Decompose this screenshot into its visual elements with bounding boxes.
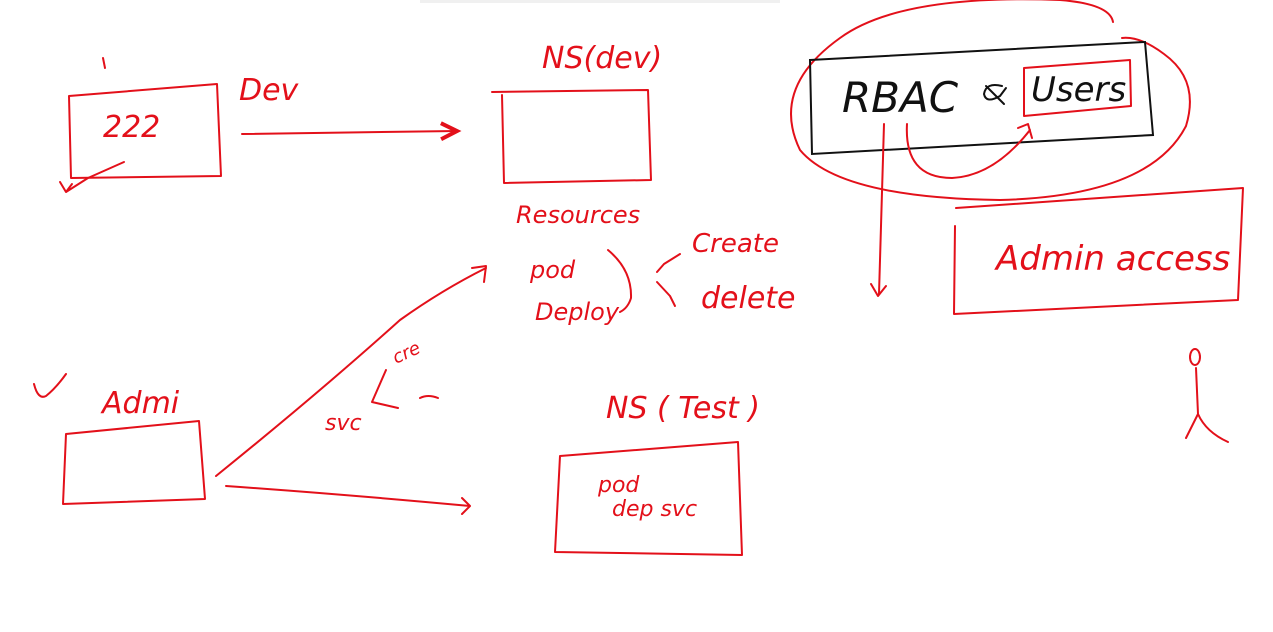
admin-to-ns-test-arrow (225, 485, 471, 515)
admin-box (62, 420, 206, 505)
svc-label: svc (325, 411, 362, 436)
dev-box-text: 222 (103, 110, 160, 145)
rbac-down-arrow (870, 123, 887, 297)
dev-label: Dev (239, 73, 300, 108)
pod-label: pod (529, 256, 576, 284)
create-arrow (656, 253, 681, 273)
cre-label: cre (389, 338, 424, 369)
rbac-propto-symbol (983, 84, 1007, 105)
dev-box (68, 83, 222, 179)
ns-test-box (554, 441, 743, 556)
users-box (1023, 59, 1132, 117)
resources-label: Resources (516, 201, 640, 229)
dev-check-mark (59, 161, 125, 193)
rbac-box (808, 40, 1155, 156)
rbac-label: RBAC (842, 73, 959, 122)
admin-label: Admi (100, 386, 180, 421)
delete-label: delete (701, 281, 796, 316)
admin-to-ns-dev-arrow (215, 265, 487, 477)
ns-test-dep-svc-label: dep svc (612, 497, 697, 522)
resources-bracket (607, 249, 633, 313)
delete-arrow (656, 281, 676, 307)
create-label: Create (692, 229, 779, 259)
user-figure-head (1189, 348, 1201, 366)
admin-tick-mark (33, 373, 67, 398)
admin-access-label: Admin access (994, 239, 1230, 279)
admin-access-box (953, 187, 1244, 315)
user-figure-body (1185, 367, 1229, 443)
ns-test-pod-label: pod (597, 473, 640, 498)
users-label: Users (1031, 70, 1126, 110)
ns-dev-box (491, 89, 652, 184)
deploy-label: Deploy (535, 298, 620, 326)
top-edge-shade (420, 0, 780, 3)
rbac-ellipse (790, 0, 1191, 201)
rbac-to-users-curve (905, 123, 1033, 179)
ns-test-label: NS ( Test ) (606, 391, 760, 426)
dev-to-ns-arrow (241, 121, 462, 141)
svc-check-mark (371, 369, 439, 409)
dev-tick-mark (102, 57, 106, 69)
ns-dev-label: NS(dev) (542, 41, 662, 76)
